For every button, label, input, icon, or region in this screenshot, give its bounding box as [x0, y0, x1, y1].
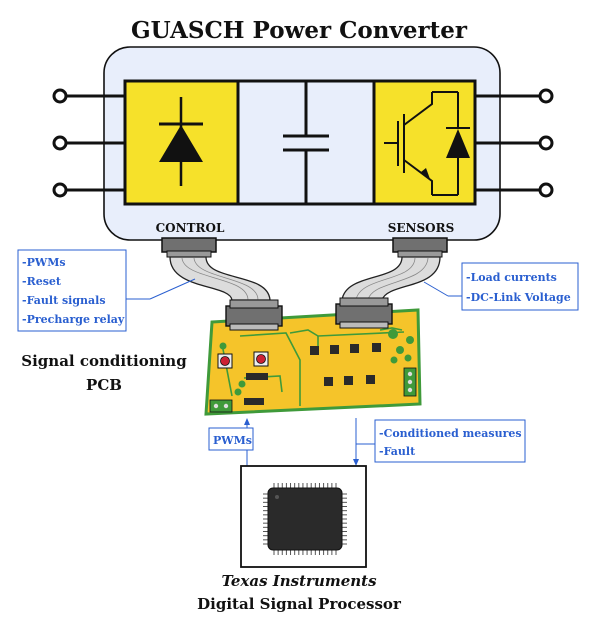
pwm-callout-text: PWMs: [213, 434, 252, 447]
pcb-ic-icons: [244, 343, 381, 405]
inverter-module: [372, 79, 477, 206]
signal-conditioning-pcb: [204, 297, 422, 416]
pcb-label-line2: PCB: [86, 376, 122, 394]
pcb-control-header: [225, 299, 283, 331]
dsp-label: Digital Signal Processor: [197, 595, 402, 613]
diode-icon: [159, 97, 203, 186]
sensor-signals-callout: -Load currents -DC-Link Voltage: [423, 262, 579, 311]
control-connector: [161, 237, 217, 258]
igbt-icon: [384, 91, 470, 196]
pwm-callout: PWMs: [208, 427, 254, 451]
diagram-title: GUASCH Power Converter: [131, 17, 468, 44]
callout-dc-link-voltage: -DC-Link Voltage: [466, 291, 571, 304]
callout-precharge-relay: -Precharge relay: [22, 313, 125, 326]
dsp-chip-icon: [263, 483, 347, 555]
sensors-connector: [392, 237, 448, 258]
freewheel-diode-icon: [446, 129, 470, 158]
callout-reset: -Reset: [22, 275, 62, 288]
dc-link-capacitor-icon: [283, 134, 329, 152]
sensors-label: SENSORS: [388, 221, 455, 235]
pcb-terminal-block-icon: [209, 367, 417, 413]
output-terminals: [475, 88, 554, 198]
measures-callout: -Conditioned measures -Fault: [356, 419, 526, 463]
dsp-brand: Texas Instruments: [221, 572, 377, 590]
control-ribbon-cable: [169, 256, 271, 301]
input-terminals: [52, 88, 125, 198]
pcb-via-icons: [219, 329, 414, 396]
callout-conditioned-measures: -Conditioned measures: [379, 427, 522, 440]
pcb-label-line1: Signal conditioning: [21, 352, 187, 370]
callout-pwms: -PWMs: [22, 256, 66, 269]
control-signals-callout: -PWMs -Reset -Fault signals -Precharge r…: [17, 249, 196, 332]
callout-fault: -Fault: [379, 445, 416, 458]
sensors-ribbon-cable: [341, 256, 441, 301]
pcb-sensors-header: [335, 297, 393, 329]
emitter-arrow-icon: [421, 168, 430, 179]
rectifier-module: [123, 79, 240, 206]
measures-arrow: [353, 418, 359, 466]
callout-fault-signals: -Fault signals: [22, 294, 106, 307]
callout-load-currents: -Load currents: [466, 271, 557, 284]
control-label: CONTROL: [156, 221, 225, 235]
trimmer-icon: [217, 351, 269, 369]
dc-link-bus: [238, 79, 374, 206]
